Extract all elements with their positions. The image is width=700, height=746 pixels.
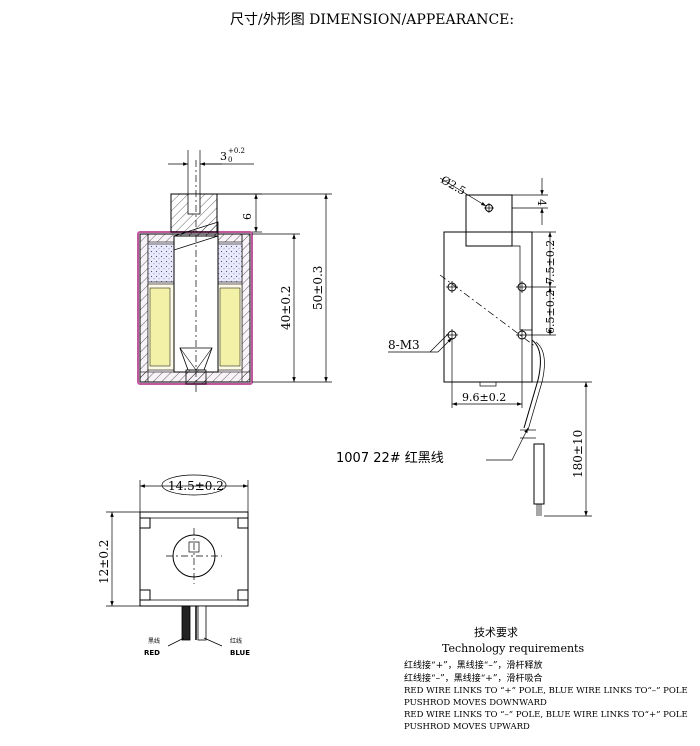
requirement-line-4: PUSHROD MOVES DOWNWARD (404, 698, 547, 708)
wire-red (197, 605, 207, 641)
red-wire-cn: 黑线 (148, 637, 160, 645)
top-offset-label: 4 (535, 199, 548, 206)
wire-black (181, 605, 191, 641)
wire-spec-label: 1007 22# 红黑线 (336, 450, 444, 466)
blue-wire-en: BLUE (230, 649, 250, 657)
bottom-height-label: 12±0.2 (97, 540, 111, 584)
requirement-line-1: 红线接“+”，黑线接“–”，滑杆释放 (404, 661, 543, 671)
wire-length-label: 180±10 (571, 430, 585, 478)
height-total-label: 50±0.3 (311, 266, 325, 310)
requirement-line-3: RED WIRE LINKS TO “+” POLE, BLUE WIRE LI… (404, 686, 688, 696)
pin-width-tol-lower: 0 (228, 156, 232, 164)
side-body (443, 231, 533, 383)
requirements-title-en: Technology requirements (442, 642, 584, 655)
top-gap-label: 9 (240, 213, 253, 220)
bottom-view: 黑线 RED 红线 BLUE 14.5±0.2 12±0.2 (97, 474, 250, 657)
requirement-line-6: PUSHROD MOVES UPWARD (404, 722, 530, 732)
pin-width-label: 3 (220, 150, 227, 163)
blue-wire-cn: 红线 (230, 637, 242, 645)
lead-wire (523, 339, 541, 429)
pin-width-tol-upper: +0.2 (228, 147, 245, 155)
hole-spacing-label: 9.6±0.2 (462, 391, 506, 404)
side-view: Ø2.5 4 7.5±0.2 6.5±0.2 8-M3 9.6±0.2 (336, 173, 592, 517)
pitch-lower-label: 6.5±0.2 (544, 290, 557, 334)
bottom-width-label: 14.5±0.2 (168, 479, 224, 493)
red-wire-en: RED (144, 649, 160, 657)
drawing-title: 尺寸/外形图 DIMENSION/APPEARANCE: (230, 12, 514, 28)
requirement-line-5: RED WIRE LINKS TO “–” POLE, BLUE WIRE LI… (404, 710, 688, 720)
wire-lower (533, 443, 545, 505)
requirements-title-cn: 技术要求 (474, 626, 518, 639)
hole-spec-label: 8-M3 (388, 338, 420, 352)
height-inner-label: 40±0.2 (279, 286, 293, 330)
hole-dia-label: Ø2.5 (439, 173, 468, 198)
requirement-line-2: 红线接“–”，黑线接“+”，滑杆吸合 (404, 674, 543, 684)
front-section-view: 3 +0.2 0 9 40±0.2 50±0.3 (137, 147, 332, 392)
pitch-upper-label: 7.5±0.2 (544, 240, 557, 284)
